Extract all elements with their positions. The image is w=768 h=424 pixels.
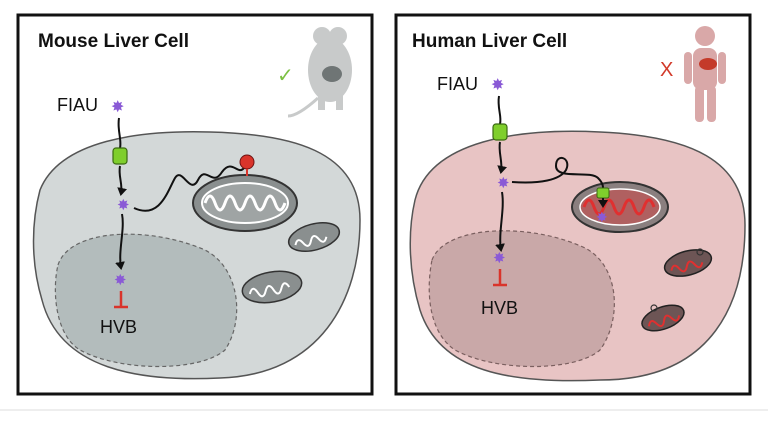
mouse-hvb-label: HVB xyxy=(100,317,137,337)
human-verdict-x-icon: X xyxy=(660,59,673,81)
human-transporter-icon xyxy=(492,123,508,141)
human-mito-path xyxy=(511,156,605,191)
human-nucleus xyxy=(428,230,615,368)
mouse-verdict-check-icon: ✓ xyxy=(277,65,294,87)
mouse-cytoplasm-molecule-icon: ✸ xyxy=(117,196,130,214)
human-icon xyxy=(684,26,726,122)
human-hvb-label: HVB xyxy=(481,298,518,318)
mouse-mitochondrion-small-2 xyxy=(241,270,303,304)
mouse-transporter-icon xyxy=(112,147,128,165)
mouse-icon xyxy=(287,27,352,118)
mouse-panel-title: Mouse Liver Cell xyxy=(38,31,189,52)
mouse-mitochondrion-large xyxy=(192,174,298,232)
mouse-uptake-arrow xyxy=(117,165,128,196)
mouse-fiau-molecule-icon: ✸ xyxy=(111,97,124,116)
human-fiau-label: FIAU xyxy=(437,74,478,94)
human-mito-molecule-icon: ✸ xyxy=(596,210,608,226)
human-panel: Human Liver Cell X xyxy=(394,13,752,396)
human-panel-title: Human Liver Cell xyxy=(412,31,567,52)
human-mito-transporter-icon xyxy=(596,187,610,199)
mouse-blocked-transporter-icon xyxy=(239,154,255,170)
mouse-entry-arrow xyxy=(117,117,122,149)
human-mitochondrion-small-1 xyxy=(663,248,713,277)
human-entry-arrow xyxy=(497,95,502,125)
human-cytoplasm-molecule-icon: ✸ xyxy=(497,174,510,192)
human-nuclear-molecule-icon: ✸ xyxy=(493,249,506,267)
human-mitochondrion-small-2 xyxy=(641,304,685,332)
human-uptake-arrow xyxy=(497,141,508,174)
mouse-mito-path xyxy=(133,165,245,212)
mouse-nucleus xyxy=(54,233,238,368)
human-nucleus-arrow xyxy=(495,191,505,252)
mouse-mitochondrion-small-1 xyxy=(287,222,341,252)
mouse-nuclear-molecule-icon: ✸ xyxy=(114,271,127,289)
human-mitochondrion-large xyxy=(571,181,669,233)
mouse-panel: Mouse Liver Cell ✓ xyxy=(16,13,374,396)
mouse-nucleus-arrow xyxy=(115,213,125,270)
mouse-fiau-label: FIAU xyxy=(57,95,98,115)
human-fiau-molecule-icon: ✸ xyxy=(491,75,504,94)
